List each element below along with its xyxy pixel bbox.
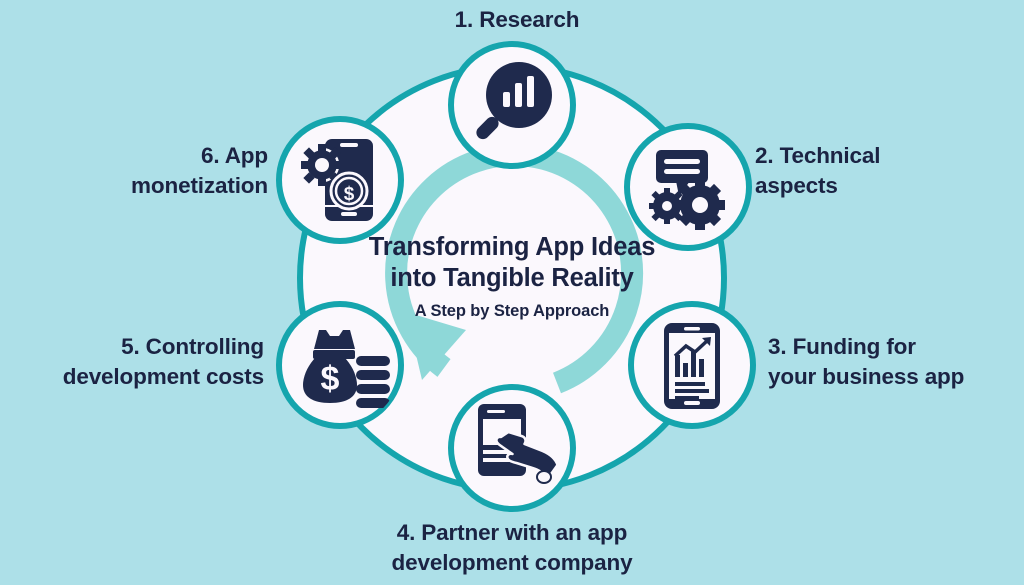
hand-tap-phone-icon	[478, 404, 559, 484]
step-label-controlling-costs-line2: development costs	[62, 364, 264, 390]
step-label-partner-line1: 4. Partner with an app	[396, 520, 628, 545]
step-label-technical-aspects: 2. Technical aspects	[755, 141, 1020, 201]
step-label-partner: 4. Partner with an app development compa…	[292, 518, 732, 578]
step-label-funding-line1: 3. Funding for	[768, 334, 916, 359]
phone-growth-chart-icon	[664, 323, 720, 409]
step-node-technical-aspects[interactable]	[624, 123, 752, 251]
cycle-disc	[300, 66, 724, 490]
step-label-technical-aspects-line1: 2. Technical	[755, 143, 881, 168]
magnifier-bar-chart-icon	[476, 62, 552, 140]
chat-gears-icon	[649, 150, 725, 230]
step-node-partner[interactable]	[448, 384, 576, 512]
step-node-funding[interactable]	[628, 301, 756, 429]
phone-gear-dollar-icon: $	[301, 139, 373, 221]
step-label-research: 1. Research	[372, 5, 662, 35]
step-label-app-monetization-line1: 6. App	[200, 143, 268, 168]
step-node-controlling-costs[interactable]: $	[276, 301, 404, 429]
step-label-partner-line2: development company	[391, 550, 633, 576]
step-label-funding-line2: your business app	[768, 364, 965, 390]
step-label-research-line1: 1. Research	[454, 7, 580, 32]
step-label-technical-aspects-line2: aspects	[755, 173, 838, 199]
svg-text:$: $	[321, 360, 340, 398]
step-label-controlling-costs-line1: 5. Controlling	[121, 334, 264, 359]
step-node-research[interactable]	[448, 41, 576, 169]
step-label-app-monetization-line2: monetization	[131, 173, 268, 199]
step-label-app-monetization: 6. App monetization	[20, 141, 268, 201]
money-bag-coins-icon: $	[303, 330, 390, 408]
step-label-controlling-costs: 5. Controlling development costs	[6, 332, 264, 392]
step-node-app-monetization[interactable]: $	[276, 116, 404, 244]
svg-text:$: $	[344, 184, 355, 205]
step-label-funding: 3. Funding for your business app	[768, 332, 1024, 392]
